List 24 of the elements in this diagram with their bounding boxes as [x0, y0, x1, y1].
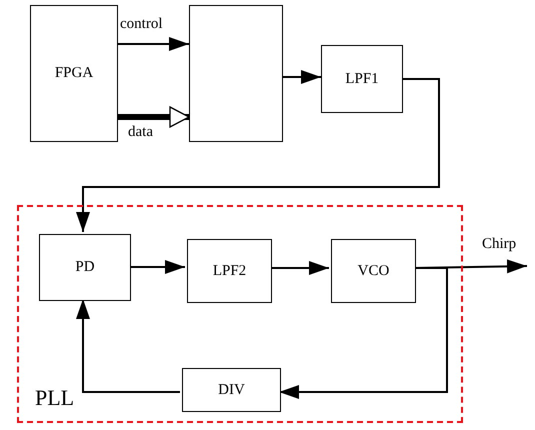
block-label: PD [75, 259, 95, 276]
block-label: LPF1 [345, 70, 379, 88]
block-box [189, 5, 283, 142]
block-box [39, 234, 131, 301]
block-box [182, 368, 281, 412]
block-label: FPGA [54, 65, 94, 82]
arrow [118, 106, 190, 128]
arrow [129, 260, 185, 274]
block-label: DIV [218, 382, 245, 398]
arrow [279, 267, 448, 399]
block-box [331, 239, 416, 303]
block-label: LPF2 [212, 262, 246, 280]
edge-label: Chirp [482, 236, 516, 253]
arrow [270, 261, 329, 275]
dashed-group-frame [17, 205, 463, 423]
arrow [283, 70, 321, 84]
block-box [187, 239, 272, 303]
block-label: VCO [358, 262, 390, 280]
arrow [118, 37, 189, 51]
arrow [76, 78, 440, 232]
arrow [76, 299, 180, 393]
block-box [30, 5, 118, 142]
group-title: PLL [35, 385, 74, 411]
block-box [321, 45, 403, 113]
